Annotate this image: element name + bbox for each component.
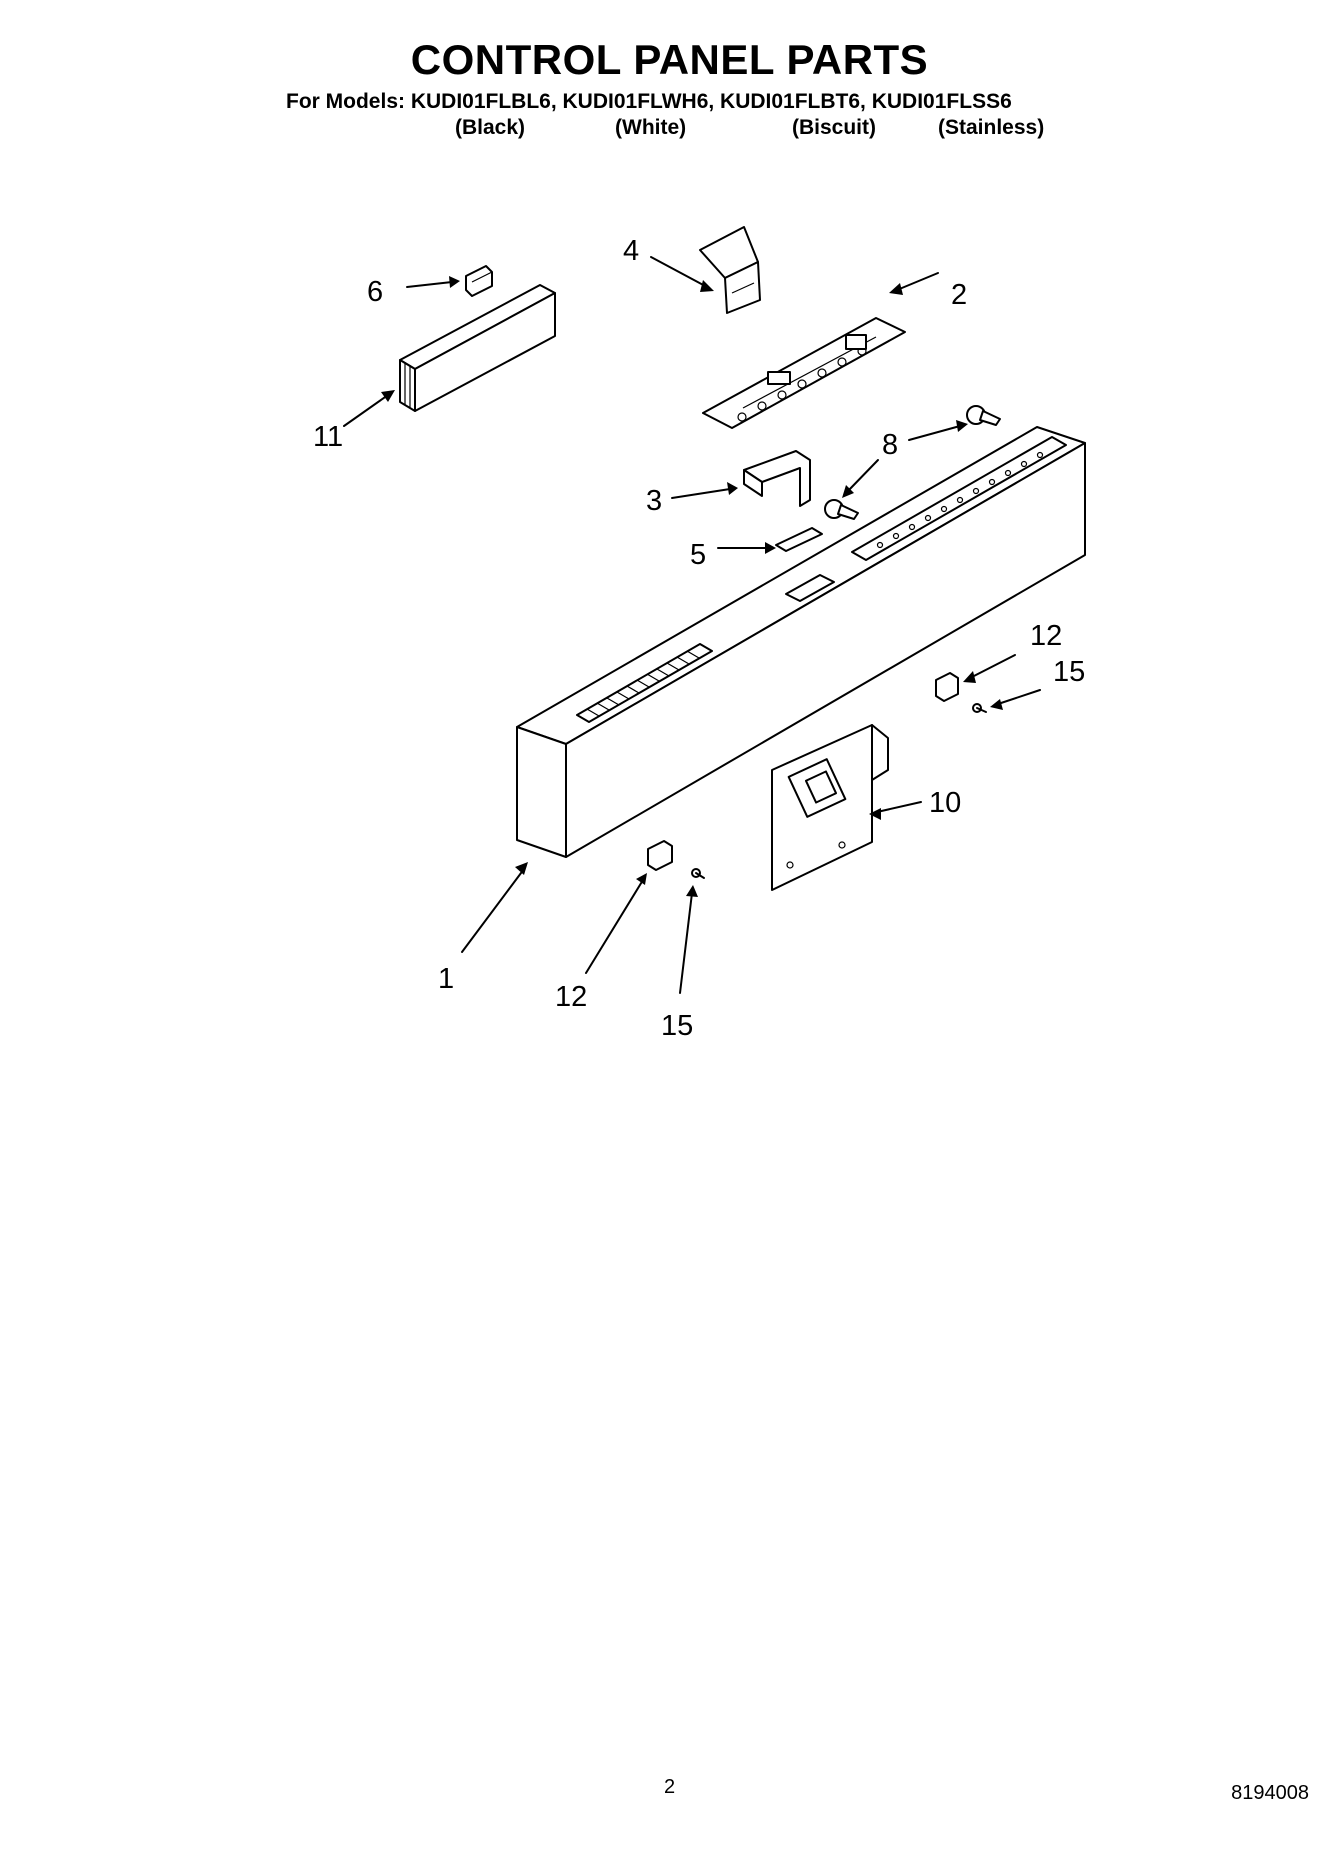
part-12-clip-right [935, 672, 959, 702]
callout-12-right: 12 [1030, 620, 1062, 652]
color-label-stainless: (Stainless) [938, 116, 1045, 139]
part-1-control-panel [516, 426, 1086, 858]
color-label-black: (Black) [455, 116, 526, 139]
handle-recess [785, 574, 835, 602]
part-4-cover [699, 226, 761, 314]
part-12-clip-left [647, 840, 673, 871]
part-5-insert [775, 527, 823, 552]
part-6-clip [465, 265, 493, 297]
color-label-biscuit: (Biscuit) [792, 116, 876, 139]
part-15-screw-right [972, 703, 987, 713]
part-2-control-board [702, 317, 906, 429]
callout-4: 4 [623, 235, 639, 267]
part-15-screw-left [691, 868, 705, 879]
part-8-screw-lower [824, 499, 859, 520]
page-title: CONTROL PANEL PARTS [410, 36, 929, 83]
callout-15-left: 15 [661, 1010, 693, 1042]
callout-2: 2 [951, 279, 967, 311]
part-3-bracket [743, 450, 811, 507]
callout-8: 8 [882, 429, 898, 461]
callout-15-right: 15 [1053, 656, 1085, 688]
part-11-housing [399, 284, 556, 412]
part-8-screw-upper [966, 405, 1001, 426]
page-number: 2 [663, 1776, 676, 1798]
callout-12-left: 12 [555, 981, 587, 1013]
callout-1: 1 [438, 963, 454, 995]
part-10-switch-assembly [771, 724, 889, 891]
callout-5: 5 [690, 539, 706, 571]
leader-lines [343, 256, 1041, 994]
callout-6: 6 [367, 276, 383, 308]
callout-3: 3 [646, 485, 662, 517]
button-strip [851, 436, 1067, 561]
model-list: For Models: KUDI01FLBL6, KUDI01FLWH6, KU… [286, 90, 1012, 113]
callout-11: 11 [313, 421, 343, 453]
color-label-white: (White) [615, 116, 687, 139]
callout-10: 10 [929, 787, 961, 819]
vent-grille [576, 643, 713, 723]
document-number: 8194008 [1231, 1782, 1309, 1804]
